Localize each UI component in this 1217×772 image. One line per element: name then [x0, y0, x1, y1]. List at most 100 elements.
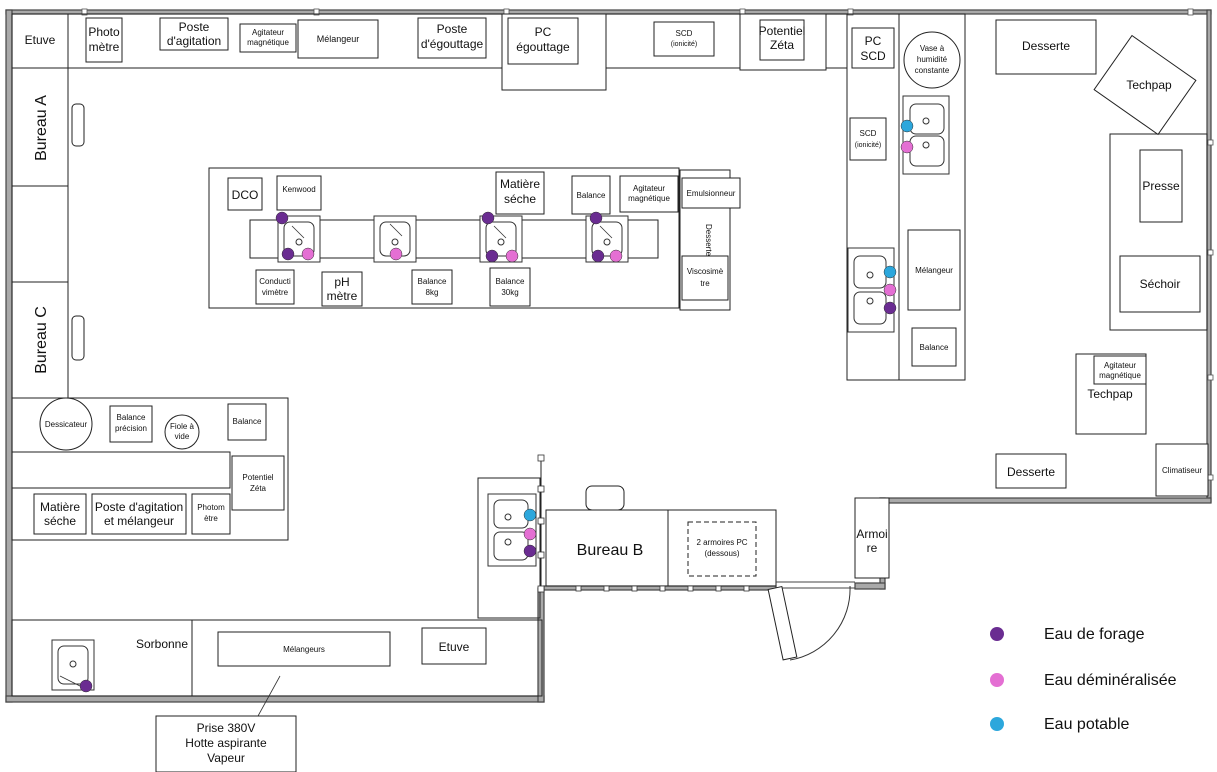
water-point-forage	[485, 249, 499, 263]
label-agitateur-center-2: magnétique	[628, 194, 670, 203]
label-ph-2: mètre	[327, 289, 358, 303]
water-point-demineralisee	[900, 140, 914, 154]
label-scd-top-1: SCD	[676, 29, 693, 38]
label-armoire-2: re	[867, 541, 878, 555]
water-point-demineralisee	[389, 247, 403, 261]
sink-center-4	[585, 215, 629, 263]
label-armoire-1: Armoi	[856, 527, 887, 541]
center-island: DCO Kenwood Matière séche Balance Agitat…	[208, 167, 741, 311]
left-lower-bench: Dessicateur Balance précision Fiole à vi…	[11, 397, 289, 541]
bottom-bench: Sorbonne Mélangeurs Etuve Prise 380V Hot…	[11, 619, 543, 772]
legend-marker-demineralisee	[990, 673, 1004, 687]
label-potentiel-zeta-top-2: Zéta	[770, 38, 794, 52]
label-etuve-bottom: Etuve	[439, 640, 470, 654]
label-dco: DCO	[232, 188, 259, 202]
label-agitateur-top-2: magnétique	[247, 38, 289, 47]
label-callout-1: Prise 380V	[197, 721, 256, 735]
label-photometre-left-2: ètre	[204, 514, 218, 523]
water-point-demineralisee	[505, 249, 519, 263]
label-agitateur-right-1: Agitateur	[1104, 361, 1136, 370]
label-presse: Presse	[1142, 179, 1180, 193]
label-fiole-1: Fiole à	[170, 422, 195, 431]
label-potentiel-zeta-left-1: Potentiel	[242, 473, 273, 482]
water-point-potable	[900, 119, 914, 133]
label-matiere-left-1: Matière	[40, 500, 80, 514]
label-ph-1: pH	[334, 275, 349, 289]
far-right: Desserte Techpap Presse Séchoir Agitateu…	[995, 19, 1209, 497]
label-dessicateur: Dessicateur	[45, 420, 88, 429]
label-pc-scd-2: SCD	[860, 49, 886, 63]
label-vase-2: humidité	[917, 55, 948, 64]
label-poste-egouttage-2: d'égouttage	[421, 37, 484, 51]
water-point-demineralisee	[301, 247, 315, 261]
label-balance8-2: 8kg	[426, 288, 439, 297]
water-point-potable	[883, 265, 897, 279]
label-poste-agitation-1: Poste	[179, 20, 210, 34]
label-techpap-right: Techpap	[1087, 387, 1133, 401]
water-point-demineralisee	[609, 249, 623, 263]
label-melangeur-right: Mélangeur	[915, 266, 953, 275]
label-bureau-a: Bureau A	[33, 95, 50, 161]
label-matiere-center-2: séche	[504, 192, 536, 206]
water-point-demineralisee	[523, 527, 537, 541]
label-balance30-1: Balance	[496, 277, 525, 286]
water-point-forage	[481, 211, 495, 225]
label-sechoir: Séchoir	[1140, 277, 1181, 291]
label-desserte-right: Desserte	[1007, 465, 1055, 479]
label-matiere-left-2: séche	[44, 514, 76, 528]
legend-label-forage: Eau de forage	[1044, 626, 1145, 643]
label-bureau-c: Bureau C	[33, 306, 50, 374]
label-vase-3: constante	[915, 66, 950, 75]
water-point-demineralisee	[883, 283, 897, 297]
label-callout-2: Hotte aspirante	[185, 736, 267, 750]
label-agitateur-top-1: Agitateur	[252, 28, 284, 37]
label-viscosimetre-2: tre	[700, 279, 710, 288]
water-point-potable	[523, 508, 537, 522]
label-bureau-b: Bureau B	[577, 542, 644, 559]
label-poste-agit-melang-1: Poste d'agitation	[95, 500, 183, 514]
wall-marks	[81, 8, 1214, 481]
label-emulsionneur: Emulsionneur	[687, 189, 736, 198]
water-point-forage	[275, 211, 289, 225]
label-etuve-top: Etuve	[25, 33, 56, 47]
label-melangeurs: Mélangeurs	[283, 645, 325, 654]
label-poste-egouttage-1: Poste	[437, 22, 468, 36]
label-viscosimetre-1: Viscosimè	[687, 267, 724, 276]
label-agitateur-right-2: magnétique	[1099, 371, 1141, 380]
water-points	[79, 119, 914, 693]
water-point-forage	[589, 211, 603, 225]
label-scd-top-2: (ionicité)	[671, 41, 697, 48]
label-climatiseur: Climatiseur	[1162, 466, 1202, 475]
label-balance-precision-2: précision	[115, 424, 147, 433]
label-photometre-top-1: Photo	[88, 25, 120, 39]
label-balance-right: Balance	[920, 343, 949, 352]
label-balance30-2: 30kg	[501, 288, 518, 297]
water-point-forage	[591, 249, 605, 263]
label-balance-center: Balance	[577, 191, 606, 200]
label-balance-left: Balance	[233, 417, 262, 426]
label-desserte-top: Desserte	[1022, 39, 1070, 53]
water-point-forage	[79, 679, 93, 693]
label-pc-egouttage-1: PC	[535, 25, 552, 39]
label-armoires-pc-2: (dessous)	[704, 549, 739, 558]
label-conductimetre-1: Conducti	[259, 277, 291, 286]
label-potentiel-zeta-top-1: Potentiel	[759, 24, 806, 38]
label-poste-agitation-2: d'agitation	[167, 34, 221, 48]
label-armoires-pc-1: 2 armoires PC	[696, 538, 747, 547]
legend-marker-forage	[990, 627, 1004, 641]
legend-label-demineralisee: Eau déminéralisée	[1044, 672, 1177, 689]
label-pc-egouttage-2: égouttage	[516, 40, 570, 54]
label-matiere-center-1: Matière	[500, 177, 540, 191]
label-sorbonne: Sorbonne	[136, 637, 188, 651]
label-balance-precision-1: Balance	[117, 413, 146, 422]
left-offices: Bureau A Bureau C	[11, 67, 85, 399]
walls	[5, 9, 1212, 703]
label-desserte-center: Desserte	[704, 224, 713, 257]
label-photometre-top-2: mètre	[89, 40, 120, 54]
label-scd-right-2: (ionicité)	[855, 142, 881, 149]
label-callout-3: Vapeur	[207, 751, 245, 765]
right-island: PC SCD Vase à humidité constante SCD (io…	[846, 13, 966, 381]
label-balance8-1: Balance	[418, 277, 447, 286]
legend-marker-potable	[990, 717, 1004, 731]
